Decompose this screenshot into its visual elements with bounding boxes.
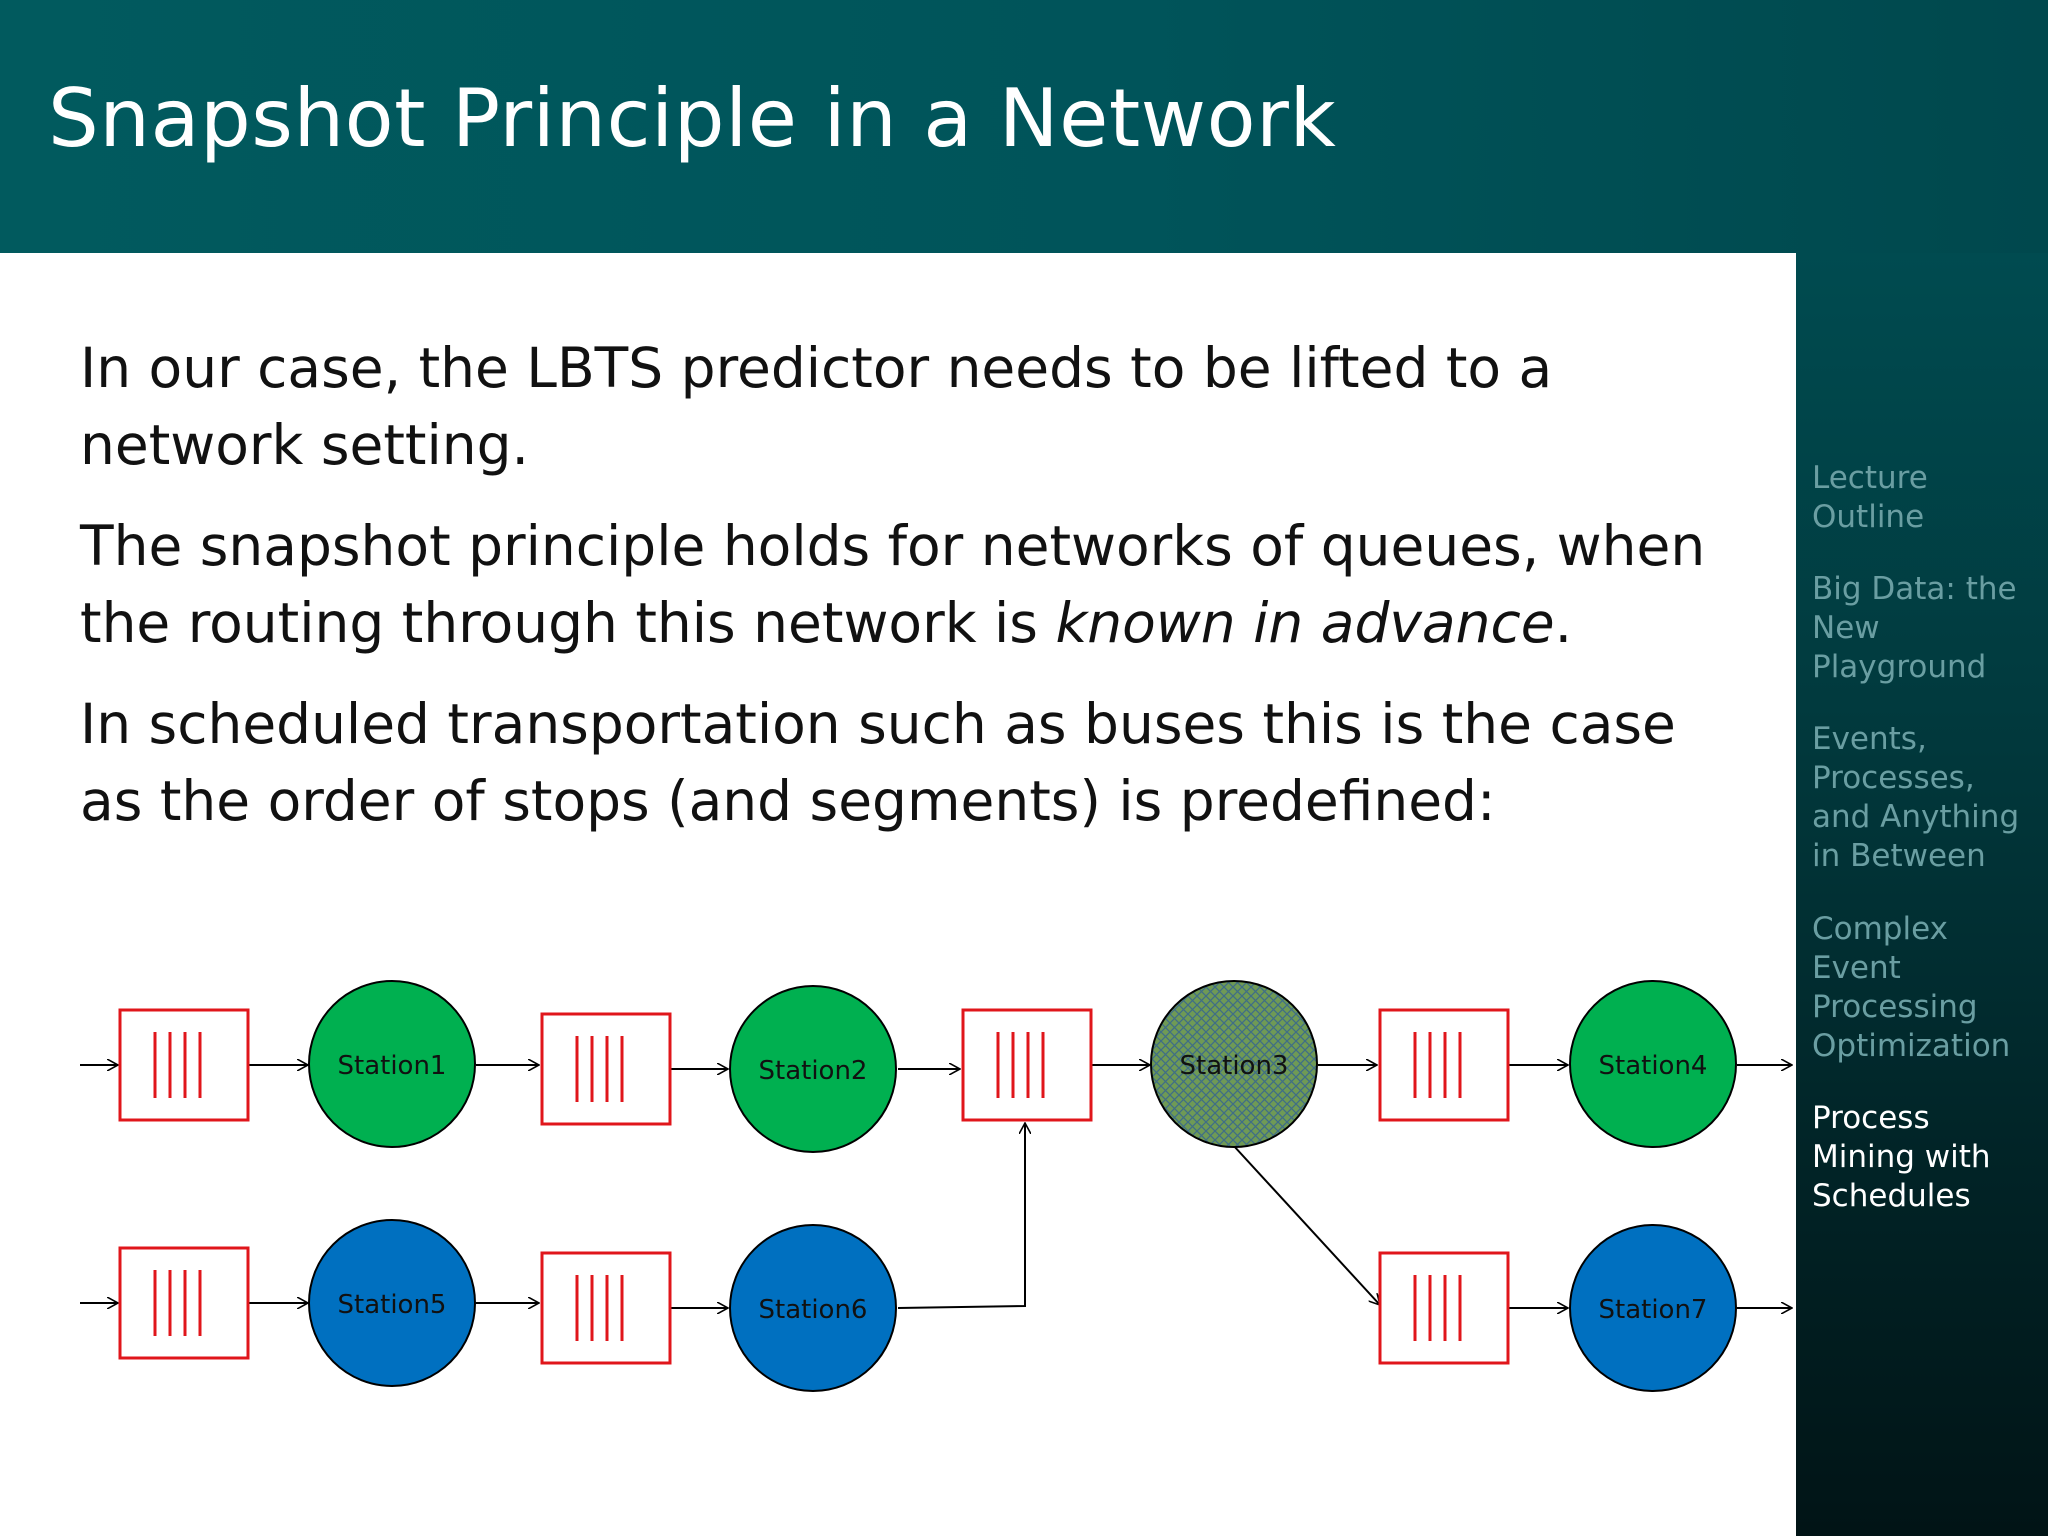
queue (1378, 1008, 1510, 1122)
queue (540, 1012, 672, 1126)
queue (118, 1246, 250, 1360)
station6-node (729, 1224, 897, 1392)
queue (1378, 1251, 1510, 1365)
sidebar-item-lecture-outline[interactable]: Lecture Outline (1812, 460, 1928, 535)
station7-node (1569, 1224, 1737, 1392)
station7-label: Station7 (1599, 1295, 1708, 1325)
station2-node (729, 985, 897, 1153)
sidebar-item-cep-optimization[interactable]: Complex Event Processing Optimization (1812, 911, 2011, 1064)
station4-label: Station4 (1599, 1051, 1708, 1081)
station2-label: Station2 (759, 1056, 868, 1086)
station5-node (308, 1219, 476, 1387)
station5-label: Station5 (338, 1290, 447, 1320)
queue (961, 1008, 1093, 1122)
sidebar-item-events-processes[interactable]: Events, Processes, and Anything in Betwe… (1812, 721, 2020, 874)
arrow-station6-merge (897, 1123, 1025, 1309)
connections (80, 1065, 1792, 1308)
queue (118, 1008, 250, 1122)
station3-label: Station3 (1180, 1051, 1289, 1081)
station3-node (1150, 980, 1318, 1148)
station4-node (1569, 980, 1737, 1148)
station6-label: Station6 (759, 1295, 868, 1325)
title-bar: Snapshot Principle in a Network (0, 0, 2048, 253)
queue-boxes (118, 1008, 1510, 1365)
emphasis-text: known in advance (1055, 591, 1555, 655)
slide-body: In our case, the LBTS predictor needs to… (80, 330, 1720, 864)
sidebar-item-big-data[interactable]: Big Data: the New Playground (1812, 571, 2017, 685)
station1-label: Station1 (338, 1051, 447, 1081)
paragraph-text: The snapshot principle holds for network… (80, 514, 1706, 655)
stations: Station1 Station2 Station3 Station4 Stat… (308, 980, 1737, 1392)
paragraph-scheduled-transport: In scheduled transportation such as buse… (80, 692, 1676, 833)
paragraph-snapshot-principle: The snapshot principle holds for network… (80, 508, 1720, 662)
paragraph-lbts: In our case, the LBTS predictor needs to… (80, 336, 1553, 477)
sidebar (1796, 253, 2048, 1536)
station1-node (308, 980, 476, 1148)
sidebar-item-process-mining[interactable]: Process Mining with Schedules (1812, 1100, 1991, 1214)
slide-title: Snapshot Principle in a Network (48, 72, 1337, 165)
queue-network-diagram: Station1 Station2 Station3 Station4 Stat… (80, 980, 1796, 1392)
arrow-station3-branch (1232, 1144, 1380, 1305)
paragraph-text: . (1554, 591, 1573, 655)
queue (540, 1251, 672, 1365)
